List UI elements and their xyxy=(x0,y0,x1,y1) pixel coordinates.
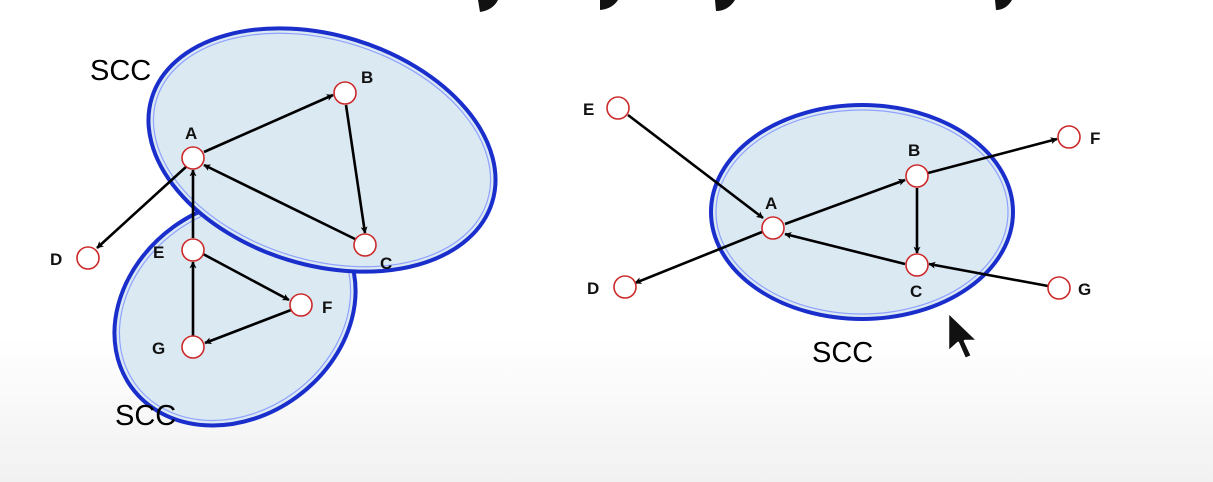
left-edge-a-d xyxy=(96,165,188,249)
right-node-a xyxy=(761,216,785,240)
right-edges xyxy=(627,113,1058,288)
left-node-c xyxy=(353,233,377,257)
left-node-label-g: G xyxy=(152,339,165,358)
left-node-a xyxy=(181,146,205,170)
right-node-labels: E A B C D F G xyxy=(583,100,1100,301)
left-edge-a-b xyxy=(203,93,334,154)
right-nodes xyxy=(606,96,1081,300)
right-node-b xyxy=(905,164,929,188)
right-node-c xyxy=(905,253,929,277)
right-node-label-b: B xyxy=(908,141,920,160)
right-node-e xyxy=(606,96,630,120)
left-node-labels: A B C D E F G xyxy=(50,68,392,358)
right-node-label-c: C xyxy=(910,282,922,301)
left-scc-label-top: SCC xyxy=(90,55,151,87)
left-node-label-c: C xyxy=(380,254,392,273)
right-edge-c-a xyxy=(784,232,906,266)
left-scc-region-top xyxy=(146,26,498,274)
left-node-label-e: E xyxy=(153,243,164,262)
left-graph: SCC SCC A B C D E F G xyxy=(50,26,498,432)
right-edge-b-f xyxy=(927,137,1058,175)
left-node-label-a: A xyxy=(185,124,197,143)
left-edge-b-c xyxy=(344,104,368,234)
left-nodes xyxy=(76,81,377,359)
left-node-label-f: F xyxy=(322,298,332,317)
right-node-label-d: D xyxy=(587,279,599,298)
right-node-d xyxy=(613,275,637,299)
right-edge-a-b xyxy=(784,178,906,226)
left-node-label-d: D xyxy=(50,250,62,269)
left-node-b xyxy=(333,81,357,105)
right-edge-g-c xyxy=(928,261,1049,288)
right-node-label-e: E xyxy=(583,100,594,119)
cropped-title-fragment xyxy=(478,0,1012,12)
right-scc-label: SCC xyxy=(812,337,873,369)
right-node-label-g: G xyxy=(1078,280,1091,299)
right-node-label-f: F xyxy=(1090,129,1100,148)
left-node-f xyxy=(289,293,313,317)
right-node-label-a: A xyxy=(765,194,777,213)
left-edge-f-g xyxy=(204,308,292,345)
mouse-cursor-icon xyxy=(946,310,980,361)
right-edge-e-a xyxy=(627,113,764,220)
left-node-e xyxy=(181,238,205,262)
left-scc-label-bottom: SCC xyxy=(115,400,176,432)
right-graph: SCC E A B C D F G xyxy=(583,96,1100,369)
left-node-g xyxy=(181,335,205,359)
left-edge-e-f xyxy=(202,252,290,302)
right-node-g xyxy=(1047,276,1071,300)
left-edges xyxy=(96,93,368,345)
left-edge-c-a xyxy=(203,163,356,241)
right-edge-a-d xyxy=(634,230,763,285)
left-node-d xyxy=(76,246,100,270)
right-node-f xyxy=(1057,125,1081,149)
left-node-label-b: B xyxy=(361,68,373,87)
